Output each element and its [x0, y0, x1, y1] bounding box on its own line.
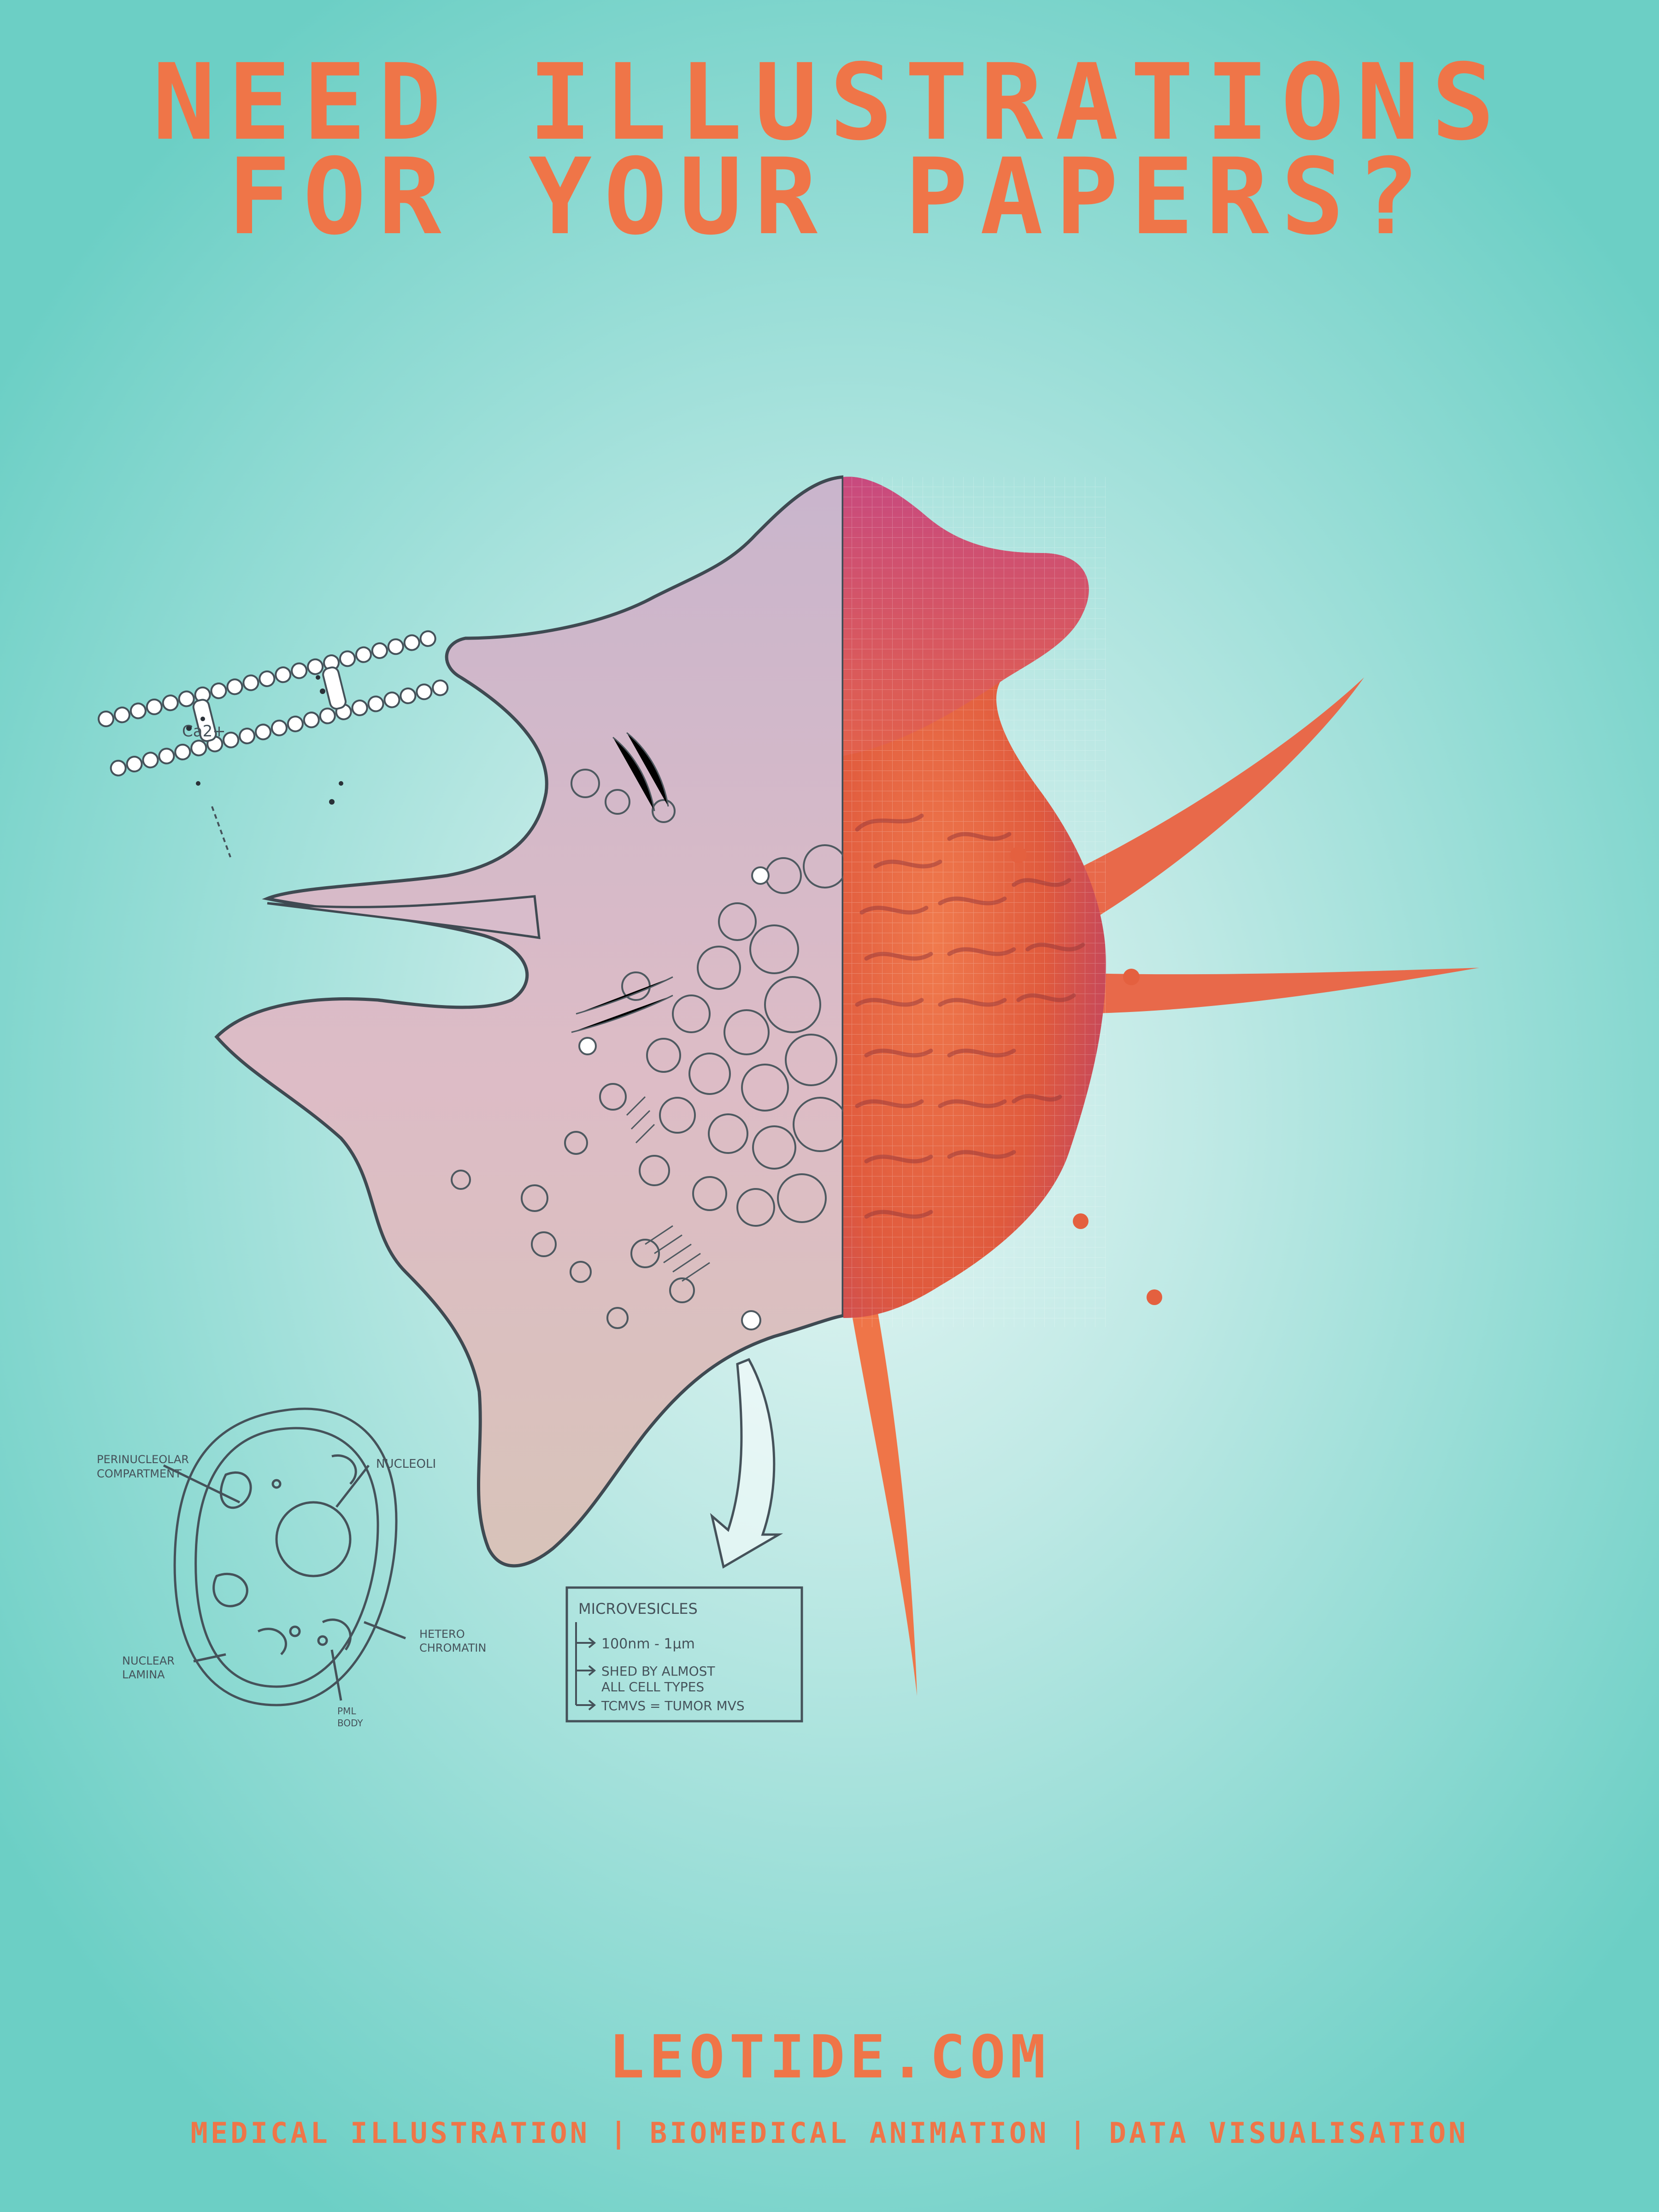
lamina-label-1: NUCLEAR	[122, 1654, 175, 1667]
note-line-1: 100nm - 1μm	[601, 1636, 695, 1652]
microvesicles-note: MICROVESICLES 100nm - 1μm SHED BY ALMOST…	[565, 1586, 803, 1723]
services-tagline: MEDICAL ILLUSTRATION | BIOMEDICAL ANIMAT…	[190, 2116, 1469, 2150]
render-wrinkles	[855, 813, 1085, 1219]
note-line-3: ALL CELL TYPES	[601, 1679, 704, 1694]
render-vesicles	[1010, 847, 1162, 1305]
sketch-cell-body	[214, 475, 843, 1568]
headline-line-1: NEED ILLUSTRATIONS	[152, 41, 1507, 164]
sketch-free-vesicles	[578, 866, 770, 1330]
headline-line-2: FOR YOUR PAPERS?	[227, 135, 1432, 258]
pml-label-1: PML	[337, 1706, 356, 1717]
ion-label: Ca2+	[182, 722, 226, 741]
pml-label-2: BODY	[337, 1718, 363, 1729]
note-line-2: SHED BY ALMOST	[601, 1664, 715, 1679]
sketch-half	[214, 475, 843, 1568]
perinuclear-label-1: PERINUCLEOLAR	[97, 1453, 189, 1466]
note-line-4: TCMVS = TUMOR MVS	[601, 1698, 745, 1713]
website-url[interactable]: LEOTIDE.COM	[609, 2023, 1050, 2092]
note-title: MICROVESICLES	[578, 1600, 698, 1618]
lamina-label-2: LAMINA	[122, 1668, 165, 1681]
headline: NEED ILLUSTRATIONS FOR YOUR PAPERS?	[0, 41, 1659, 258]
nucleoli-label: NUCLEOLI	[376, 1457, 436, 1471]
perinuclear-label-2: COMPARTMENT	[97, 1467, 182, 1480]
render-spike-bottom	[853, 1300, 917, 1696]
hetero-label-2: CHROMATIN	[419, 1641, 486, 1654]
membrane-bilayer-sketch: Ca2+	[98, 630, 449, 858]
sketch-vesicles	[451, 769, 843, 1329]
render-spike-middle	[1051, 968, 1479, 1014]
nucleus-sketch	[163, 1407, 406, 1706]
render-half	[843, 477, 1479, 1696]
hetero-label-1: HETERO	[419, 1628, 465, 1641]
sketch-spike	[267, 895, 541, 939]
sketch-hatching	[571, 732, 710, 1282]
curved-arrow-icon	[710, 1358, 783, 1569]
